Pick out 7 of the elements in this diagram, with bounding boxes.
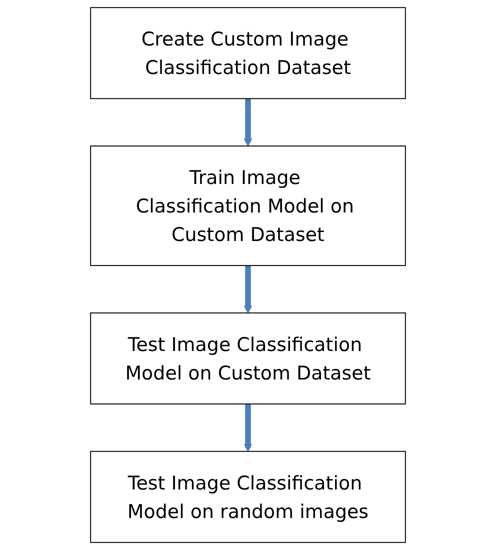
arrow	[244, 404, 252, 452]
node-box: Test Image Classification Model on random images	[90, 450, 406, 543]
node-box: Test Image Classification Model on Custom Dataset	[90, 312, 406, 404]
arrow	[244, 266, 252, 314]
node-box: Train Image Classification Model on Custom Dataset	[90, 146, 406, 266]
arrow	[244, 98, 252, 146]
node-box: Create Custom Image Classification Dataset	[90, 7, 406, 100]
